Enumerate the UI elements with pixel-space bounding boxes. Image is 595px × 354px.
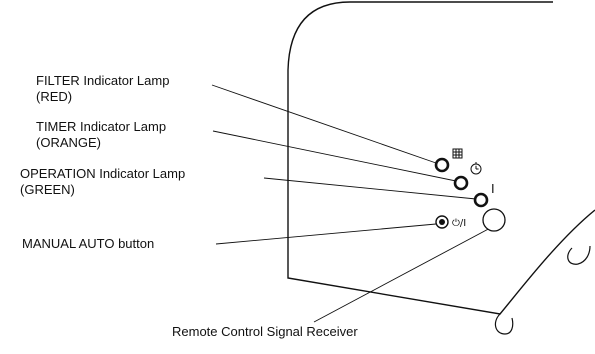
filter-lamp-color: (RED) [36, 89, 73, 104]
leader-receiver [313, 225, 495, 323]
operation-mark: I [491, 181, 495, 196]
timer-lamp-color: (ORANGE) [36, 135, 101, 150]
timer-lamp-name: TIMER Indicator Lamp [36, 119, 167, 134]
manual-auto-name: MANUAL AUTO button [22, 236, 155, 251]
leader-manual-auto [215, 223, 437, 245]
operation-lamp-color: (GREEN) [20, 182, 75, 197]
remote-signal-receiver [482, 208, 506, 232]
operation-lamp-name: OPERATION Indicator Lamp [20, 166, 186, 181]
filter-grid-icon [452, 148, 463, 159]
unit-panel-outline [287, 1, 595, 315]
leader-timer [212, 130, 457, 182]
manual-auto-button[interactable] [435, 215, 449, 229]
filter-lamp [434, 157, 450, 173]
leader-filter [211, 84, 437, 164]
unit-right-foot [567, 245, 591, 265]
filter-lamp-name: FILTER Indicator Lamp [36, 73, 170, 88]
receiver-label: Remote Control Signal Receiver [172, 324, 358, 340]
unit-foot-outline [494, 313, 514, 335]
leader-operation [263, 177, 477, 200]
operation-lamp-label: OPERATION Indicator Lamp (GREEN) [20, 166, 185, 198]
power-toggle-icon: ⏻/I [452, 218, 466, 229]
clock-icon [470, 162, 482, 175]
timer-lamp [453, 175, 469, 191]
filter-lamp-label: FILTER Indicator Lamp (RED) [36, 73, 169, 105]
operation-lamp [473, 192, 489, 208]
manual-auto-label: MANUAL AUTO button [22, 236, 154, 252]
receiver-name: Remote Control Signal Receiver [172, 324, 358, 339]
timer-lamp-label: TIMER Indicator Lamp (ORANGE) [36, 119, 166, 151]
